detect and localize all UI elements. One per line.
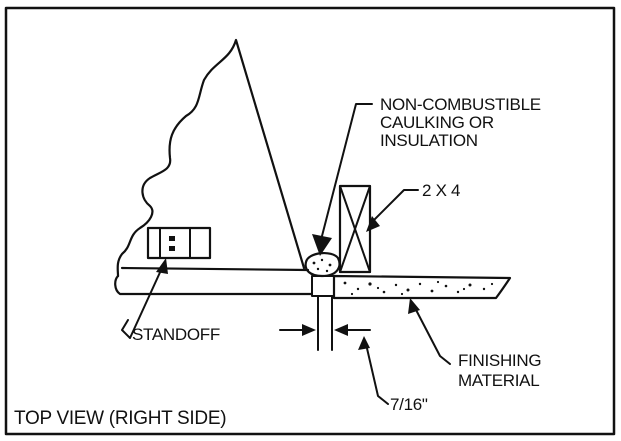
standoff-block — [146, 226, 212, 260]
finishing-label-line2: MATERIAL — [458, 371, 539, 390]
fireplace-jamb-panel — [114, 266, 314, 296]
gap-dimension-arrows — [279, 324, 371, 336]
gap-label: 7/16" — [390, 395, 428, 414]
caulking-label-line1: NON-COMBUSTIBLE — [380, 95, 541, 114]
caulking-stipple — [312, 258, 332, 273]
stud-leader — [366, 189, 419, 232]
caulking-leader — [312, 103, 373, 256]
caulking-label-line2: CAULKING OR — [380, 113, 494, 132]
gap-leader — [358, 336, 389, 405]
caulking-label-line3: INSULATION — [380, 131, 478, 150]
diagram-frame — [4, 6, 616, 436]
fireplace-body-outline — [116, 38, 306, 278]
finishing-material-slab — [332, 274, 512, 300]
stud-2x4 — [338, 184, 372, 274]
standoff-label: STANDOFF — [132, 325, 220, 344]
standoff-leader — [121, 258, 168, 339]
clearance-gap — [311, 275, 335, 351]
view-caption: TOP VIEW (RIGHT SIDE) — [14, 408, 226, 429]
caulking-blob — [304, 252, 341, 278]
finishing-material-stipple — [343, 280, 494, 296]
finishing-leader — [408, 298, 451, 365]
finishing-label-line1: FINISHING — [458, 351, 541, 370]
stud-label: 2 X 4 — [422, 181, 460, 200]
